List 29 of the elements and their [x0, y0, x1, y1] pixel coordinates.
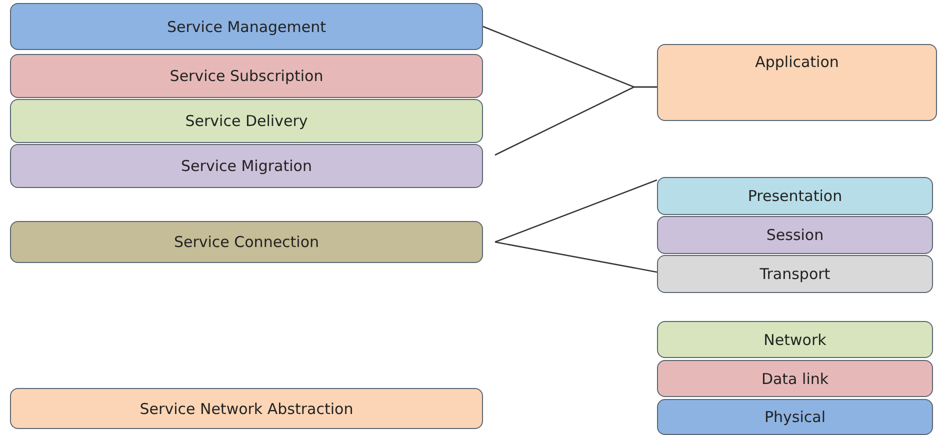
- connector-line: [494, 241, 658, 273]
- layer-label: Presentation: [748, 187, 842, 205]
- layer-label: Application: [755, 53, 839, 71]
- layer-label: Service Delivery: [185, 112, 308, 130]
- layer-box: [657, 216, 933, 254]
- layer-label: Service Network Abstraction: [140, 400, 354, 418]
- layer-box: [657, 177, 933, 215]
- layer-box: [657, 360, 933, 397]
- layer-box: [10, 54, 483, 98]
- layer-box: [657, 44, 937, 121]
- layer-box: [657, 399, 933, 435]
- layer-label: Transport: [760, 265, 830, 283]
- layer-label: Session: [766, 226, 824, 244]
- layer-box: [10, 388, 483, 429]
- layer-box: [657, 321, 933, 358]
- layer-box: [10, 3, 483, 50]
- layer-label: Service Subscription: [170, 67, 324, 85]
- connector-line: [494, 179, 658, 243]
- connector-line: [494, 86, 657, 156]
- layer-label: Physical: [764, 408, 826, 426]
- layer-label: Data link: [761, 370, 829, 388]
- layer-box: [10, 144, 483, 188]
- layer-label: Service Management: [166, 18, 326, 36]
- layer-label: Service Connection: [174, 233, 320, 251]
- layer-label: Network: [764, 330, 826, 348]
- layer-label: Service Migration: [181, 157, 312, 175]
- layer-box: [10, 99, 483, 143]
- layer-box: [10, 221, 483, 263]
- layer-box: [657, 255, 933, 293]
